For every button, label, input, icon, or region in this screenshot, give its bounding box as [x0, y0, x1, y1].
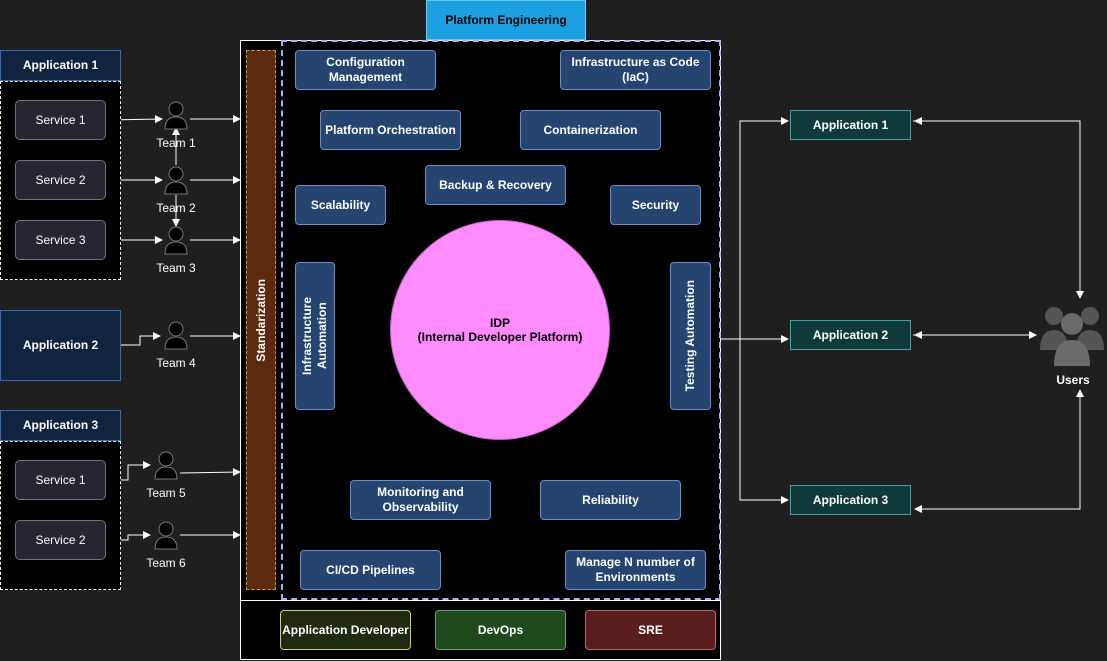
- team2-person-icon: [164, 166, 188, 195]
- team5-label: Team 5: [146, 486, 186, 500]
- left-app2-box[interactable]: Application 2: [0, 310, 121, 381]
- feature-testing-automation[interactable]: Testing Automation: [670, 262, 711, 410]
- app3-service2[interactable]: Service 2: [15, 520, 106, 560]
- edge-platform-app3: [739, 339, 789, 504]
- team2-label: Team 2: [156, 201, 196, 215]
- platform-engineering-banner[interactable]: Platform Engineering: [426, 0, 586, 40]
- edge-app1-users: [913, 120, 1084, 299]
- standardization-label: Standarization: [253, 278, 268, 362]
- team1-label: Team 1: [156, 136, 196, 150]
- feature-configuration-management[interactable]: Configuration Management: [295, 50, 436, 90]
- feature-platform-orchestration[interactable]: Platform Orchestration: [320, 110, 461, 150]
- idp-subtitle: (Internal Developer Platform): [417, 330, 583, 344]
- edge-app2-team4: [121, 332, 161, 346]
- role-sre[interactable]: SRE: [585, 610, 716, 650]
- app1-service3[interactable]: Service 3: [15, 220, 106, 260]
- feature-scalability[interactable]: Scalability: [295, 185, 386, 225]
- feature-iac[interactable]: Infrastructure as Code (IaC): [560, 50, 711, 90]
- left-app1-header[interactable]: Application 1: [0, 50, 121, 81]
- edge-team5-std: [179, 468, 241, 477]
- users-label: Users: [1056, 373, 1090, 387]
- team6-person-icon: [154, 521, 178, 550]
- app1-service2[interactable]: Service 2: [15, 160, 106, 200]
- right-app3[interactable]: Application 3: [790, 485, 911, 515]
- left-app3-header[interactable]: Application 3: [0, 410, 121, 441]
- idp-circle[interactable]: IDP (Internal Developer Platform): [390, 220, 610, 440]
- feature-manage-environments[interactable]: Manage N number of Environments: [565, 550, 706, 590]
- idp-title: IDP: [489, 316, 510, 330]
- team3-person-icon: [164, 226, 188, 255]
- feature-monitoring-observability[interactable]: Monitoring and Observability: [350, 480, 491, 520]
- team6-label: Team 6: [146, 556, 186, 570]
- standardization-bar[interactable]: Standarization: [246, 50, 276, 590]
- edge-app3-users: [915, 389, 1084, 510]
- edge-platform-app1: [720, 117, 789, 340]
- feature-security[interactable]: Security: [610, 185, 701, 225]
- team5-person-icon: [154, 451, 178, 480]
- feature-backup-recovery[interactable]: Backup & Recovery: [425, 165, 566, 205]
- team1-person-icon: [164, 101, 188, 130]
- feature-containerization[interactable]: Containerization: [520, 110, 661, 150]
- right-app1[interactable]: Application 1: [790, 110, 911, 140]
- app3-service1[interactable]: Service 1: [15, 460, 106, 500]
- team3-label: Team 3: [156, 261, 196, 275]
- testing-automation-label: Testing Automation: [683, 280, 697, 392]
- right-app2[interactable]: Application 2: [790, 320, 911, 350]
- app1-service1[interactable]: Service 1: [15, 100, 106, 140]
- users-group-icon: [1040, 307, 1104, 366]
- platform-inner-dashed: [281, 40, 721, 600]
- team4-label: Team 4: [156, 356, 196, 370]
- feature-cicd-pipelines[interactable]: CI/CD Pipelines: [300, 550, 441, 590]
- role-devops[interactable]: DevOps: [435, 610, 566, 650]
- team4-person-icon: [164, 321, 188, 350]
- infra-automation-label: Infrastructure Automation: [300, 296, 329, 376]
- feature-infrastructure-automation[interactable]: Infrastructure Automation: [295, 262, 335, 410]
- roles-divider: [240, 600, 721, 601]
- role-application-developer[interactable]: Application Developer: [280, 610, 411, 650]
- feature-reliability[interactable]: Reliability: [540, 480, 681, 520]
